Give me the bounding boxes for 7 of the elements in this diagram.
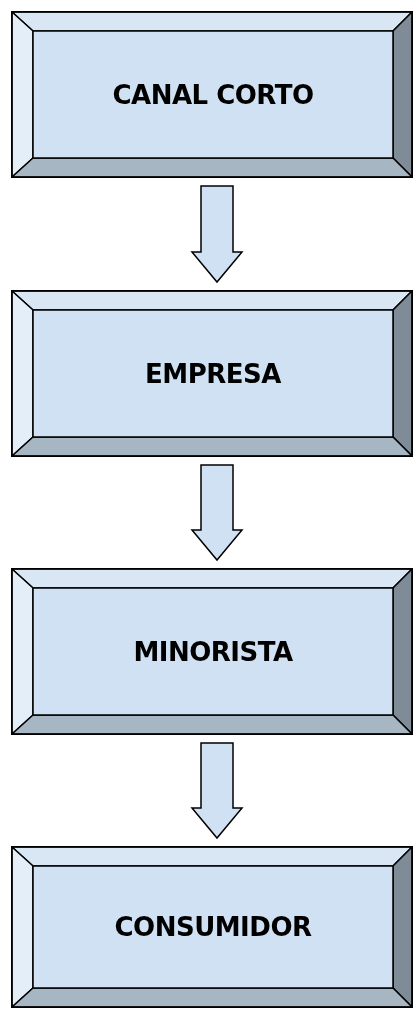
box-label: CANAL CORTO: [112, 79, 314, 110]
box-label: CONSUMIDOR: [114, 912, 312, 942]
block-arrow: [190, 742, 244, 840]
block-arrow: [190, 185, 244, 284]
block-arrow: [190, 464, 244, 562]
box-label: EMPRESA: [145, 358, 281, 389]
box-label: MINORISTA: [133, 636, 293, 667]
